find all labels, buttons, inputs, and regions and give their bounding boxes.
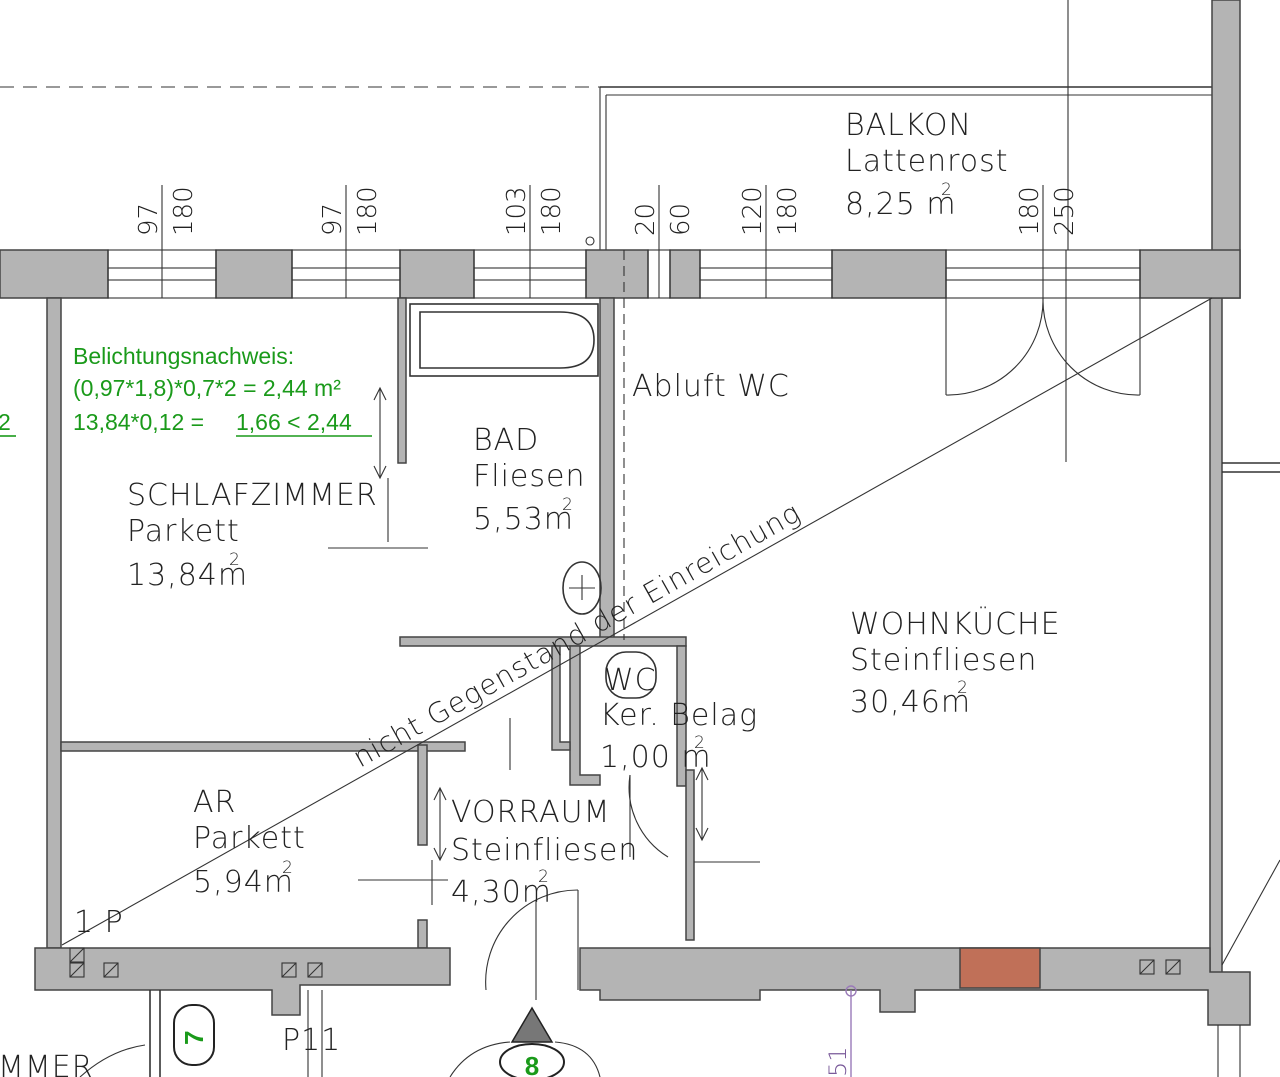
bad-floor: Fliesen: [473, 459, 585, 494]
wc-name: WC: [604, 663, 657, 698]
vorraum-area: 4,30m: [451, 875, 552, 910]
schlafzimmer-area: 13,84m: [127, 558, 248, 593]
bad-name: BAD: [473, 423, 539, 458]
marker-8-label: 8: [525, 1051, 539, 1077]
marker-7-label: 7: [179, 1031, 209, 1045]
window-dim-3-height: 180: [537, 186, 567, 236]
vorraum-area-sup: 2: [538, 867, 549, 887]
lower-details: [79, 859, 1280, 1077]
window-dim-3-width: 103: [502, 186, 532, 236]
schlafzimmer-floor: Parkett: [127, 514, 240, 549]
schlafzimmer-area-sup: 2: [229, 550, 240, 570]
wohnkueche-area-sup: 2: [957, 678, 968, 698]
balkon-area: 8,25 m: [845, 187, 957, 222]
window-dim-1-height: 180: [169, 186, 199, 236]
balkon-area-sup: 2: [941, 180, 952, 200]
marker-8: 8: [499, 1006, 565, 1077]
right-wall: [1209, 0, 1280, 974]
diagonal-line: [61, 297, 1213, 946]
window-dim-4-width: 20: [631, 203, 661, 236]
balkon-floor: Lattenrost: [845, 144, 1009, 179]
window-dimensions: 97 180 97 180 103 180 20 60 120 180 180 …: [134, 185, 1080, 250]
chimney: [959, 947, 1041, 989]
interior-walls: [46, 297, 695, 949]
bottom-51-label: 51: [824, 1046, 852, 1077]
bad-area-sup: 2: [562, 495, 573, 515]
wc-area: 1,00 m: [600, 740, 712, 775]
window-dim-1-width: 97: [134, 203, 164, 236]
room-schlafzimmer: SCHLAFZIMMER Parkett 13,84m 2: [127, 478, 378, 593]
room-wc: WC Ker. Belag 1,00 m 2: [600, 663, 758, 775]
wc-toilet: [605, 651, 657, 699]
ar-area: 5,94m: [193, 865, 294, 900]
window-dim-6-width: 180: [1015, 186, 1045, 236]
top-exterior-wall: [0, 236, 1241, 299]
window-dim-5-width: 120: [738, 186, 768, 236]
fixtures: [328, 250, 1141, 1000]
balkon-name: BALKON: [845, 108, 972, 143]
window-dim-4-height: 60: [666, 203, 696, 236]
room-ar: AR Parkett 5,94m 2: [193, 785, 306, 900]
wohnkueche-area: 30,46m: [850, 685, 971, 720]
bottom-left-label: MMER: [0, 1050, 94, 1077]
bathtub: [419, 311, 595, 369]
room-wohnkueche: WOHNKÜCHE Steinfliesen 30,46m 2: [850, 606, 1061, 720]
p11-label: P11: [282, 1023, 341, 1058]
belichtungsnachweis: Belichtungsnachweis: (0,97*1,8)*0,7*2 = …: [0, 343, 372, 437]
room-bad: BAD Fliesen 5,53m 2: [473, 423, 585, 537]
vorraum-floor: Steinfliesen: [451, 833, 638, 868]
ar-area-sup: 2: [282, 858, 293, 878]
room-vorraum: VORRAUM Steinfliesen 4,30m 2: [451, 795, 638, 910]
window-dim-2-width: 97: [318, 203, 348, 236]
window-dim-5-height: 180: [773, 186, 803, 236]
window-dim-2-height: 180: [353, 186, 383, 236]
belichtung-line1: (0,97*1,8)*0,7*2 = 2,44 m²: [73, 375, 341, 401]
belichtung-title: Belichtungsnachweis:: [73, 343, 294, 369]
marker-7: 7: [173, 1004, 215, 1066]
ar-floor: Parkett: [193, 821, 306, 856]
p1-label: 1 P: [74, 905, 124, 940]
vorraum-name: VORRAUM: [451, 795, 610, 830]
wohnkueche-floor: Steinfliesen: [850, 643, 1037, 678]
abluft-label: Abluft WC: [632, 369, 790, 404]
bad-toilet: [562, 561, 602, 615]
belichtung-line2b: 1,66 < 2,44: [236, 409, 352, 435]
schlafzimmer-name: SCHLAFZIMMER: [127, 478, 378, 513]
wohnkueche-name: WOHNKÜCHE: [850, 606, 1061, 642]
wc-area-sup: 2: [694, 733, 705, 753]
window-dim-6-height: 250: [1050, 186, 1080, 236]
ar-name: AR: [193, 785, 236, 820]
wc-floor: Ker. Belag: [600, 698, 758, 733]
left-edge-label: 2: [0, 409, 11, 435]
bad-area: 5,53m: [473, 502, 574, 537]
balcony-outline: [0, 0, 1212, 250]
room-balkon: BALKON Lattenrost 8,25 m 2: [845, 108, 1009, 222]
belichtung-line2a: 13,84*0,12 =: [73, 409, 204, 435]
bottom-exterior-wall: [34, 947, 1251, 1026]
